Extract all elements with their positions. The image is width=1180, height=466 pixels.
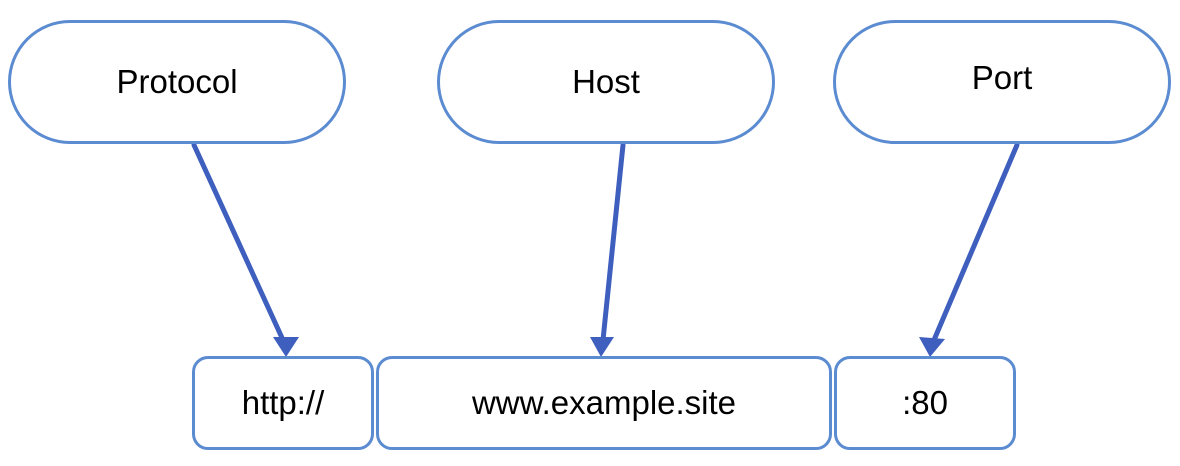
url-port-segment: :80 <box>834 356 1016 450</box>
port-label: Port <box>971 59 1033 96</box>
url-host-segment: www.example.site <box>376 356 832 450</box>
url-protocol-text: http:// <box>241 384 325 421</box>
protocol-label-pill: Protocol <box>8 20 346 144</box>
arrow-port <box>931 142 1020 343</box>
host-label-pill: Host <box>437 20 775 144</box>
arrow-protocol <box>191 142 286 343</box>
port-label-pill: Port <box>833 20 1171 144</box>
url-protocol-segment: http:// <box>192 356 374 450</box>
url-host-text: www.example.site <box>471 384 737 421</box>
host-label: Host <box>572 63 640 100</box>
arrow-host <box>600 142 626 343</box>
url-port-text: :80 <box>902 384 948 421</box>
protocol-label: Protocol <box>116 63 238 100</box>
